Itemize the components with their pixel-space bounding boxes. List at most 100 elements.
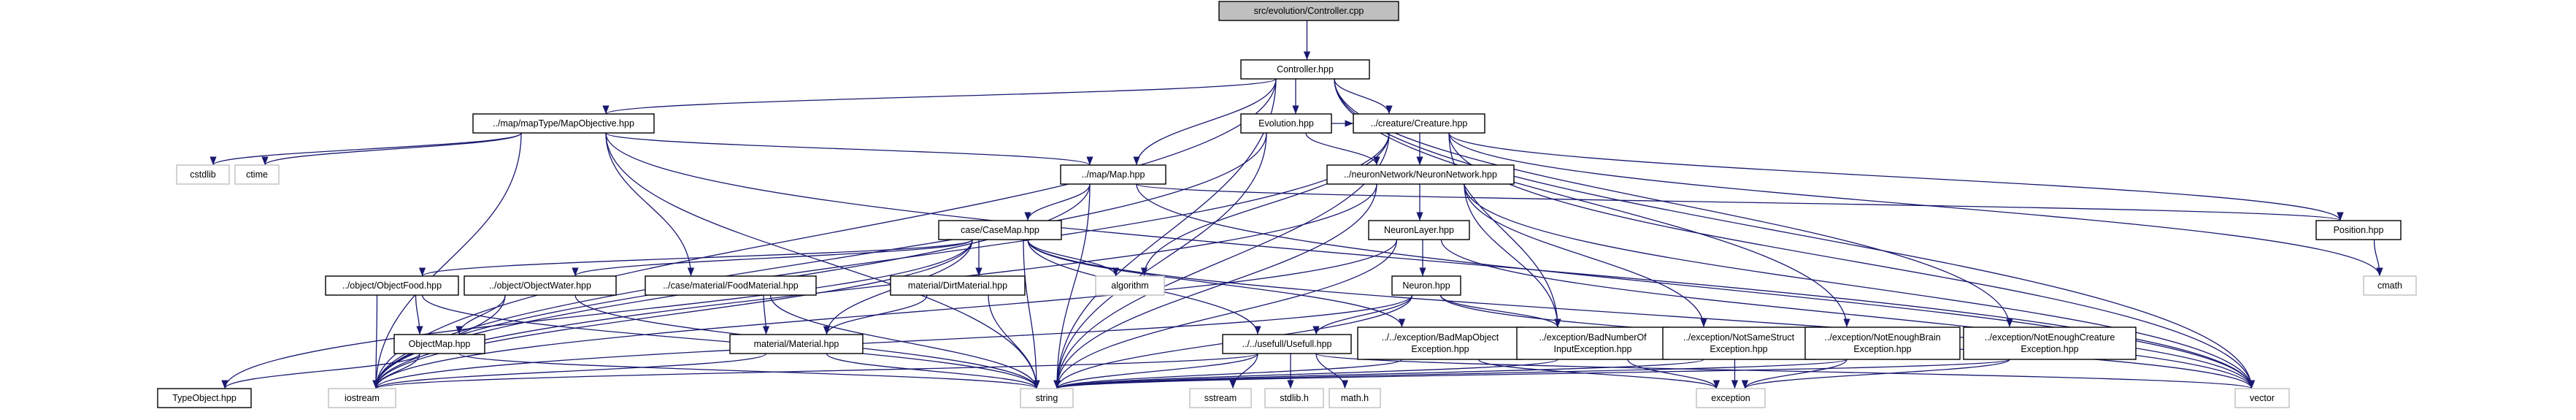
node-box [1804,327,1961,360]
node-box [464,275,617,296]
edge-creature-to-badnumber [1448,132,1561,328]
edge-casemap-to-badmapobject [1027,239,1406,328]
node-box [1353,113,1485,134]
node-sstream: sstream [1189,388,1252,408]
node-foodmaterial[interactable]: ../case/material/FoodMaterial.hpp [645,275,817,296]
node-algorithm: algorithm [1095,275,1165,296]
node-neuralnet[interactable]: ../neuronNetwork/NeuronNetwork.hpp [1326,164,1515,185]
node-label: string [1036,393,1058,403]
node-badnumber[interactable]: ../exception/BadNumberOfInputException.h… [1516,327,1669,360]
node-box [2234,388,2290,408]
node-map[interactable]: ../map/Map.hpp [1060,164,1166,185]
node-label: ctime [246,169,268,180]
edge-objectmap-to-string [458,353,1040,389]
node-neuron[interactable]: Neuron.hpp [1391,275,1461,296]
node-label: ObjectMap.hpp [409,339,471,349]
edge-casemap-to-algorithm [1027,239,1120,277]
edge-notsamestruct-to-string [1053,359,1704,389]
edge-material-to-iostream [372,353,767,389]
node-root[interactable]: src/evolution/Controller.cpp [1218,1,1399,21]
node-box [472,113,655,134]
node-label: iostream [345,393,380,403]
edge-usefull-to-sstream [1229,353,1258,389]
edge-dirtmaterial-to-material [823,294,928,335]
node-label: ../exception/NotEnoughCreature [1985,332,2115,343]
node-label: ../case/material/FoodMaterial.hpp [663,280,799,291]
node-label: ../object/ObjectFood.hpp [342,280,442,291]
node-controller[interactable]: Controller.hpp [1240,59,1370,80]
node-badmapobject[interactable]: ../../exception/BadMapObjectException.hp… [1357,327,1523,360]
node-label: ../map/mapType/MapObjective.hpp [493,118,634,129]
node-dirtmaterial[interactable]: material/DirtMaterial.hpp [890,275,1026,296]
edge-mapobjective-to-foodmaterial [605,132,695,277]
node-label: ../exception/NotSameStruct [1683,332,1795,343]
node-box [157,388,252,408]
node-box [1240,59,1370,80]
edge-neuralnet-to-string [1053,183,1377,389]
node-label: material/Material.hpp [754,339,839,349]
node-box [2363,275,2417,296]
node-label: NeuronLayer.hpp [1384,225,1454,235]
edge-neuron-to-iostream [372,294,1413,389]
node-cstdlib: cstdlib [176,164,230,185]
edge-mapobjective-to-vector [605,132,2256,389]
edge-material-to-string [826,353,1040,389]
edge-usefull-to-string [1053,353,1258,389]
node-box [1329,388,1381,408]
edge-objectwater-to-objectmap [455,294,506,335]
edge-objectfood-to-string [421,294,1040,389]
node-label: ../neuronNetwork/NeuronNetwork.hpp [1344,169,1497,180]
edge-objectfood-to-iostream [372,294,380,389]
node-position[interactable]: Position.hpp [2315,220,2402,240]
node-creature[interactable]: ../creature/Creature.hpp [1353,113,1485,134]
node-objectwater[interactable]: ../object/ObjectWater.hpp [464,275,617,296]
edge-casemap-to-vector [1027,239,2255,389]
edge-neuralnet-to-notsamestruct [1464,183,1707,328]
node-exception: exception [1696,388,1766,408]
node-label: cmath [2377,280,2402,291]
edge-mapobjective-to-ctime [261,132,522,166]
node-box [328,388,396,408]
node-label: material/DirtMaterial.hpp [908,280,1007,291]
node-cmath: cmath [2363,275,2417,296]
edge-mapobjective-to-iostream [372,132,522,389]
node-neuronlayer[interactable]: NeuronLayer.hpp [1368,220,1470,240]
node-usefull[interactable]: ../../usefull/Usefull.hpp [1222,334,1352,354]
edge-controller-to-iostream [372,78,1277,389]
node-notenoughcreature[interactable]: ../exception/NotEnoughCreatureException.… [1963,327,2137,360]
node-typeobject[interactable]: TypeObject.hpp [157,388,252,408]
node-box [176,164,230,185]
edge-notenoughcreature-to-string [1054,359,2010,389]
edge-map-to-string [1053,183,1091,389]
node-label: vector [2250,393,2275,403]
node-evolution[interactable]: Evolution.hpp [1240,113,1332,134]
node-mapobjective[interactable]: ../map/mapType/MapObjective.hpp [472,113,655,134]
node-objectmap[interactable]: ObjectMap.hpp [393,334,485,354]
edge-map-to-casemap [1024,183,1091,221]
node-label: math.h [1341,393,1369,403]
edge-dirtmaterial-to-string [988,294,1040,389]
node-material[interactable]: material/Material.hpp [729,334,864,354]
node-box [1391,275,1461,296]
edge-objectmap-to-typeobject [221,353,420,389]
edge-map-to-position [1136,183,2343,221]
node-label: Exception.hpp [1710,344,1767,354]
node-string: string [1020,388,1074,408]
node-box [1095,275,1165,296]
node-casemap[interactable]: case/CaseMap.hpp [938,220,1062,240]
edge-neuronlayer-to-vector [1440,239,2256,389]
node-box [1189,388,1252,408]
node-box [393,334,485,354]
node-label: ../object/ObjectWater.hpp [489,280,591,291]
node-objectfood[interactable]: ../object/ObjectFood.hpp [325,275,459,296]
node-vector: vector [2234,388,2290,408]
node-label: TypeObject.hpp [172,393,237,403]
edge-neuronlayer-to-iostream [372,239,1398,389]
node-box [729,334,864,354]
edge-evolution-to-string [1053,132,1267,389]
node-box [2315,220,2402,240]
edge-controller-to-mapobjective [602,78,1277,115]
